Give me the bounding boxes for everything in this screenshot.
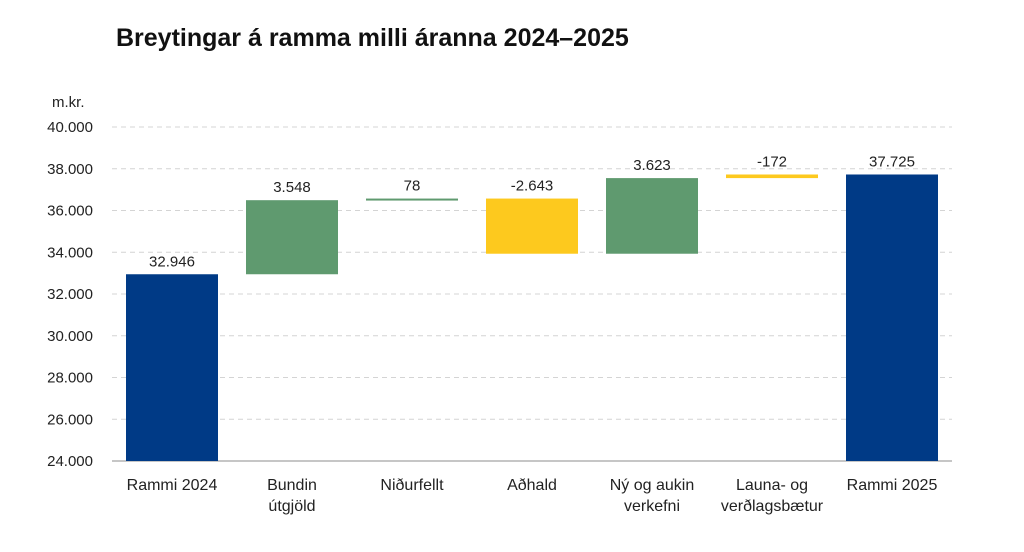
y-tick-label: 34.000 — [47, 244, 93, 261]
y-tick-label: 40.000 — [47, 119, 93, 136]
bar-increase — [606, 178, 698, 254]
y-tick-label: 30.000 — [47, 328, 93, 345]
y-axis-unit-label: m.kr. — [52, 94, 85, 111]
data-label: -2.643 — [511, 178, 554, 195]
x-category-label: Rammi 2024 — [127, 477, 218, 494]
chart-title: Breytingar á ramma milli áranna 2024–202… — [116, 24, 629, 52]
y-tick-label: 24.000 — [47, 453, 93, 470]
y-tick-label: 36.000 — [47, 203, 93, 220]
x-category-label: Rammi 2025 — [847, 477, 938, 494]
y-tick-label: 32.000 — [47, 286, 93, 303]
data-label: -172 — [757, 153, 787, 170]
x-category-label: verkefni — [624, 498, 680, 515]
x-category-label: Bundin — [267, 477, 317, 494]
x-category-label: Niðurfellt — [380, 477, 444, 494]
bar-decrease — [486, 198, 578, 254]
bar-increase — [366, 198, 458, 201]
y-tick-label: 26.000 — [47, 411, 93, 428]
data-label: 3.548 — [273, 179, 311, 196]
data-label: 32.946 — [149, 253, 195, 270]
data-label: 37.725 — [869, 153, 915, 170]
data-label: 78 — [404, 178, 421, 195]
x-category-label: útgjöld — [268, 498, 315, 515]
x-category-label: Ný og aukin — [610, 477, 695, 494]
bar-total — [846, 174, 938, 461]
y-tick-label: 38.000 — [47, 161, 93, 178]
data-label: 3.623 — [633, 157, 671, 174]
y-tick-label: 28.000 — [47, 370, 93, 387]
x-category-label: Aðhald — [507, 477, 557, 494]
bar-decrease — [726, 174, 818, 179]
bar-increase — [246, 200, 338, 275]
x-category-label: Launa- og — [736, 477, 808, 494]
x-category-label: verðlagsbætur — [721, 498, 824, 515]
bar-total — [126, 274, 218, 461]
